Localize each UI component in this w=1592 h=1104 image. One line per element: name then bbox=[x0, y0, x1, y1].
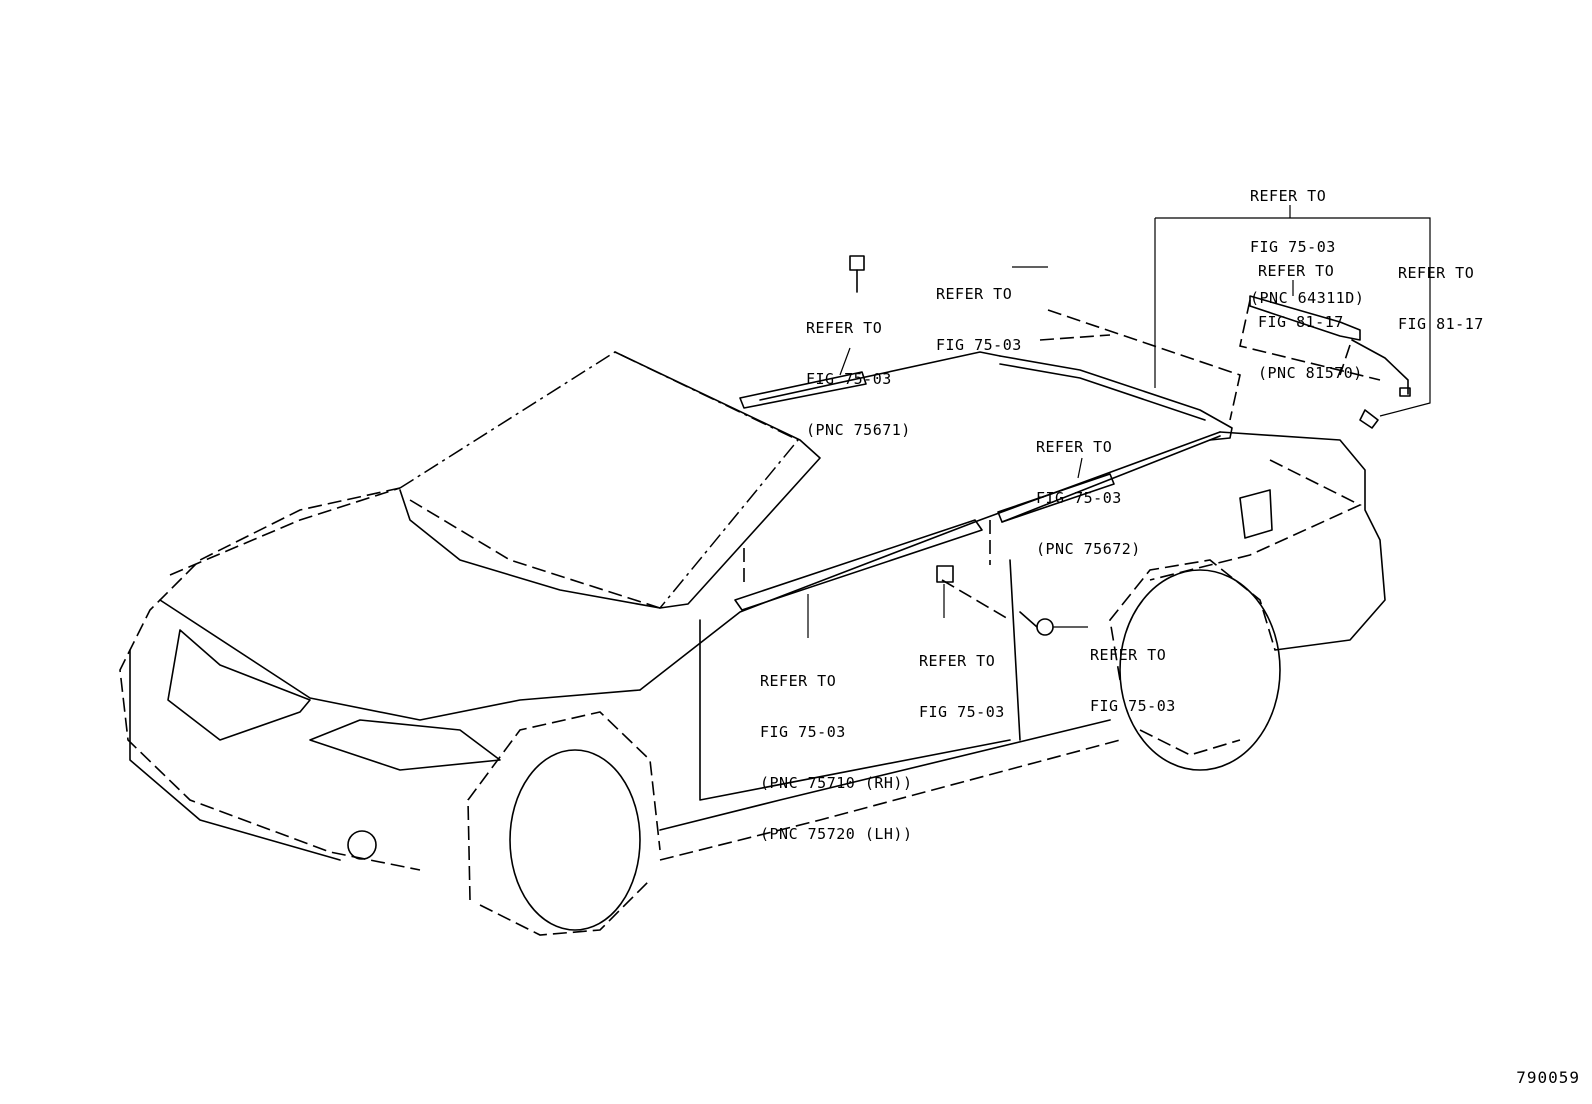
callout-roof-rear: REFER TO FIG 75-03 (PNC 64311D) bbox=[1250, 154, 1364, 324]
callout-line: FIG 75-03 bbox=[1090, 697, 1176, 715]
callout-line: FIG 81-17 bbox=[1258, 313, 1344, 331]
callout-door-clip: REFER TO FIG 75-03 bbox=[919, 619, 1005, 738]
callout-line: (PNC 75710 (RH)) bbox=[760, 774, 913, 792]
roof-side-molding bbox=[997, 355, 1233, 523]
roof-front-molding bbox=[739, 351, 1001, 409]
callout-roof-side: REFER TO FIG 75-03 (PNC 75672) bbox=[1036, 405, 1141, 575]
callout-roof-clip: REFER TO FIG 75-03 bbox=[936, 252, 1022, 371]
windshield bbox=[399, 351, 821, 609]
callout-belt-molding: REFER TO FIG 75-03 (PNC 75710 (RH)) (PNC… bbox=[760, 639, 913, 860]
callout-door-screw: REFER TO FIG 75-03 bbox=[1090, 613, 1176, 732]
figure-number: 790059 bbox=[1516, 1068, 1580, 1087]
callout-line: (PNC 81570) bbox=[1258, 364, 1363, 382]
callout-line: REFER TO bbox=[1258, 262, 1335, 280]
callout-line: REFER TO bbox=[760, 672, 837, 690]
callout-roof-front: REFER TO FIG 75-03 (PNC 75671) bbox=[806, 286, 911, 456]
callout-line: REFER TO bbox=[1090, 646, 1167, 664]
car-body bbox=[119, 431, 1386, 936]
callout-line: FIG 81-17 bbox=[1398, 315, 1484, 333]
callout-line: (PNC 75672) bbox=[1036, 540, 1141, 558]
callout-line: (PNC 75720 (LH)) bbox=[760, 825, 913, 843]
callout-line: REFER TO bbox=[936, 285, 1013, 303]
door-screw bbox=[1019, 611, 1054, 636]
stop-lamp bbox=[1249, 295, 1411, 429]
roof-clip-bolt bbox=[849, 255, 865, 293]
callout-line: (PNC 75671) bbox=[806, 421, 911, 439]
door-clip bbox=[936, 565, 954, 583]
callout-line: FIG 75-03 bbox=[919, 703, 1005, 721]
callout-line: REFER TO bbox=[1036, 438, 1113, 456]
assembly-lines bbox=[743, 299, 1381, 621]
callout-line: REFER TO bbox=[919, 652, 996, 670]
callout-line: FIG 75-03 bbox=[806, 370, 892, 388]
callout-line: REFER TO bbox=[1398, 264, 1475, 282]
belt-molding bbox=[734, 519, 983, 611]
callout-line: FIG 75-03 bbox=[1036, 489, 1122, 507]
callout-line: REFER TO bbox=[1250, 187, 1327, 205]
callout-line: FIG 75-03 bbox=[936, 336, 1022, 354]
callout-line: (PNC 64311D) bbox=[1250, 289, 1365, 307]
callout-lamp-wire: REFER TO FIG 81-17 bbox=[1398, 231, 1484, 350]
callout-line: REFER TO bbox=[806, 319, 883, 337]
callout-line: FIG 75-03 bbox=[1250, 238, 1336, 256]
leader-lines bbox=[807, 205, 1431, 638]
callout-line: FIG 75-03 bbox=[760, 723, 846, 741]
callout-stop-lamp: REFER TO FIG 81-17 (PNC 81570) bbox=[1258, 229, 1363, 399]
